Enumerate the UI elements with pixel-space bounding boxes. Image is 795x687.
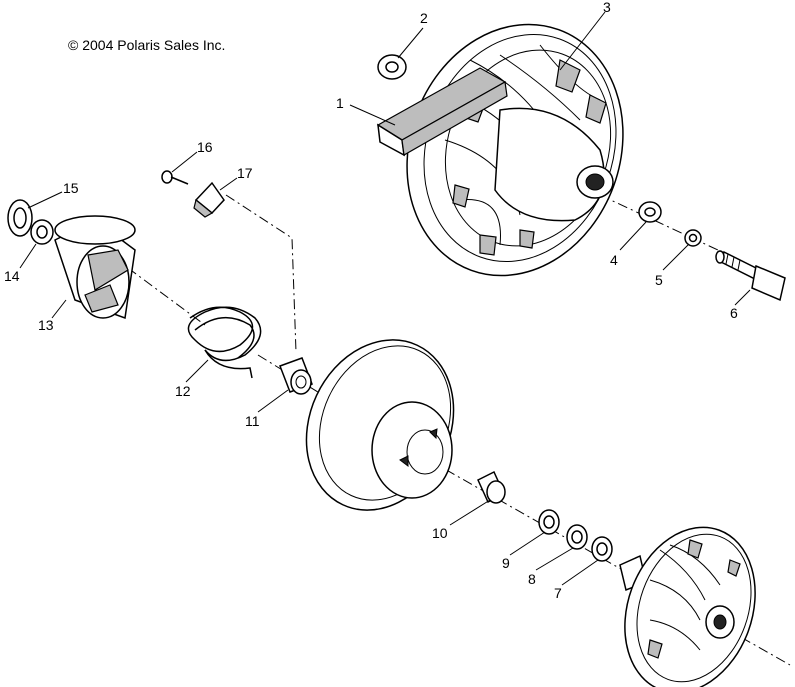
callout-11: 11	[245, 413, 260, 429]
washer-part-9	[538, 509, 560, 535]
washer-part-2	[377, 54, 407, 80]
callout-5: 5	[655, 272, 663, 288]
washer-part-8	[566, 524, 588, 550]
callout-8: 8	[528, 571, 536, 587]
spring-part-12	[187, 306, 262, 379]
callout-14: 14	[4, 268, 20, 284]
callout-16: 16	[197, 139, 213, 155]
callout-15: 15	[63, 180, 79, 196]
callout-7: 7	[554, 585, 562, 601]
screw-part-16	[161, 170, 189, 185]
callout-1: 1	[336, 95, 344, 111]
retainer-part-15	[7, 199, 33, 237]
callout-4: 4	[610, 252, 618, 268]
callout-12: 12	[175, 383, 191, 399]
lower-sheave-part	[619, 526, 756, 687]
bushing-part-10	[477, 470, 506, 504]
callout-13: 13	[38, 317, 54, 333]
copyright-text: © 2004 Polaris Sales Inc.	[68, 37, 225, 53]
bolt-part-6	[715, 250, 786, 302]
drive-belt-part	[376, 67, 508, 157]
callout-9: 9	[502, 555, 510, 571]
callout-10: 10	[432, 525, 448, 541]
callout-6: 6	[730, 305, 738, 321]
fixed-sheave-part	[406, 23, 624, 277]
callout-2: 2	[420, 10, 428, 26]
button-part-17	[193, 181, 225, 218]
callout-labels: 1 2 3 4 5 6 7 8 9 10 11 12 13 14 15 16 1…	[4, 0, 738, 601]
moveable-sheave-part	[305, 339, 455, 511]
callout-17: 17	[237, 165, 253, 181]
washer-part-14	[30, 219, 54, 245]
helix-cam-part-13	[54, 215, 136, 320]
bushing-part-11	[279, 357, 313, 395]
callout-leaders	[19, 11, 751, 586]
lock-washer-part-5	[684, 229, 702, 247]
washer-part-4	[638, 201, 662, 223]
callout-3: 3	[603, 0, 611, 15]
washer-part-7	[591, 536, 613, 562]
